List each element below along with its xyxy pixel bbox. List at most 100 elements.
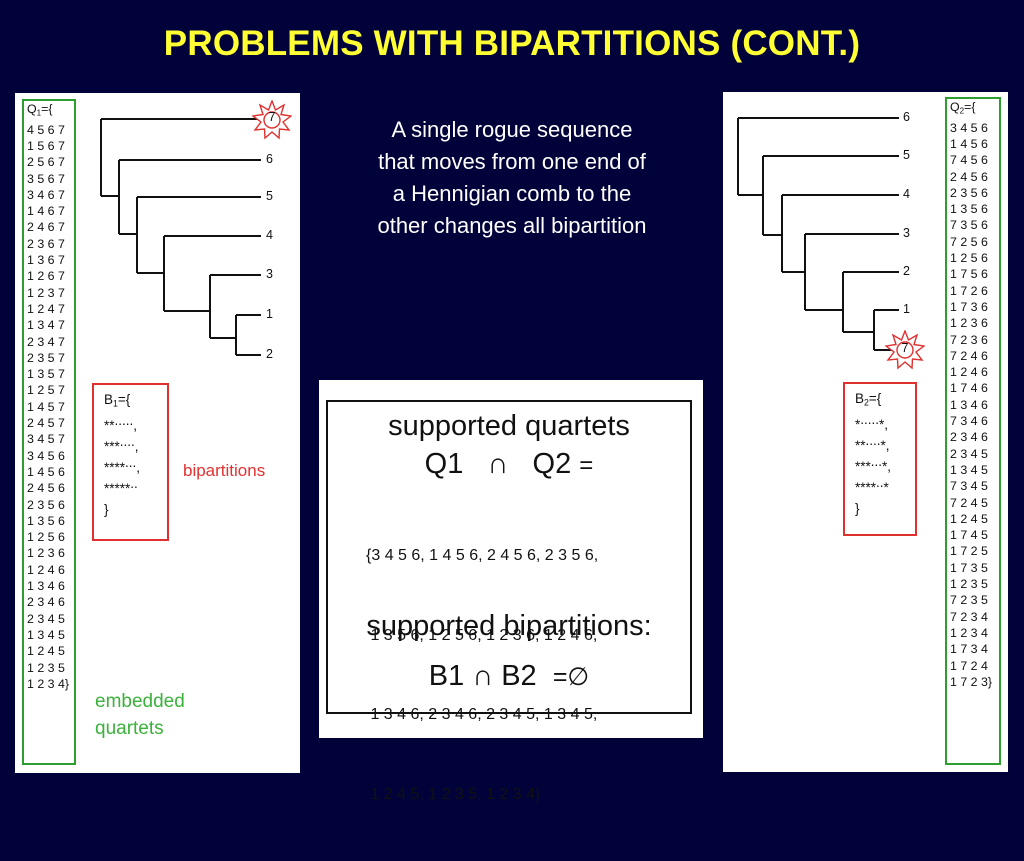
embedded-label-line2: quartets [95, 718, 164, 739]
b1-bipartition-box: B1={ **.....,***....,****...,*****.. } [92, 383, 169, 541]
quartet-row: 1 2 4 6 [27, 562, 65, 577]
q2-subscript: 2 [959, 106, 965, 116]
quartet-row: 1 7 3 6 [950, 299, 988, 314]
quartet-row: 3 4 6 7 [27, 187, 65, 202]
bipartition-dots: ... [870, 453, 883, 469]
b2-bipartition-box: B2={ *.....*,**....*,***...*,****..* } [843, 382, 917, 536]
quartet-row: 1 2 6 7 [27, 269, 65, 284]
bipartition-line: *.....*, [855, 411, 915, 435]
bipartition-dots: ..... [860, 411, 880, 427]
bipartition-dots: ... [125, 454, 137, 470]
bipartition-stars: ***** [104, 480, 131, 496]
bipartition-tail: *, [882, 458, 892, 474]
quartet-row: 1 2 3 5 [950, 577, 988, 592]
rogue-star-icon [885, 330, 925, 370]
quartet-row: 7 2 4 5 [950, 495, 988, 510]
quartet-row: 1 2 4 7 [27, 301, 65, 316]
quartet-row: 2 4 6 7 [27, 220, 65, 235]
right-leaf-label: 5 [903, 148, 910, 162]
quartet-list-line: 1 2 4 5, 1 2 3 5, 1 2 3 4} [366, 785, 541, 803]
quartet-row: 2 3 4 6 [950, 430, 988, 445]
bipartition-stars: ** [104, 417, 115, 433]
quartet-row: 1 7 5 6 [950, 267, 988, 282]
bipartition-dots: .. [876, 474, 884, 490]
quartet-row: 2 3 4 5 [27, 611, 65, 626]
bipartition-tail: , [134, 438, 139, 454]
q1-subscript: 1 [36, 108, 42, 118]
bipartition-line: **....., [104, 413, 167, 436]
bipartition-stars: *** [104, 438, 120, 454]
quartet-row: 1 3 5 7 [27, 367, 65, 382]
quartet-row: 7 3 4 6 [950, 414, 988, 429]
bipartition-line: ****..., [104, 454, 167, 478]
supported-quartets-heading: supported quartets [388, 410, 630, 442]
quartet-row: 1 3 4 7 [27, 318, 65, 333]
quartet-row: 2 3 5 7 [27, 350, 65, 365]
b1-subscript: 1 [113, 398, 118, 409]
bipartitions-label: bipartitions [183, 461, 266, 480]
quartet-row: 1 4 5 7 [27, 399, 65, 414]
quartet-row: 1 3 4 6 [27, 579, 65, 594]
b2-subscript: 2 [864, 397, 869, 408]
caption-line: a Hennigian comb to the [392, 181, 632, 206]
caption-line: that moves from one end of [378, 149, 646, 174]
slide-title: PROBLEMS WITH BIPARTITIONS (CONT.) [163, 24, 861, 63]
quartet-list-line: 1 3 5 6, 1 2 5 6, 1 2 3 6, 1 2 4 6, [366, 626, 598, 644]
quartet-row: 7 2 3 6 [950, 332, 988, 347]
left-leaf-label: 5 [266, 189, 273, 203]
quartet-row: 1 3 4 6 [950, 397, 988, 412]
right-leaf-label: 4 [903, 187, 910, 201]
quartet-row: 1 3 6 7 [27, 253, 65, 268]
quartet-list-line: 1 3 4 6, 2 3 4 6, 2 3 4 5, 1 3 4 5, [366, 706, 598, 723]
quartet-row: 1 2 3 6 [950, 316, 988, 331]
quartet-row: 1 7 2 6 [950, 283, 988, 298]
quartet-row: 3 4 5 7 [27, 432, 65, 447]
supported-summary-box: supported quartets Q1 ∩ Q2 = {3 4 5 6, 1… [326, 400, 692, 803]
quartet-row: 1 4 6 7 [27, 204, 65, 219]
quartet-row: 2 4 5 6 [27, 481, 65, 496]
left-leaf-label: 3 [266, 267, 273, 281]
q1-open-brace: ={ [41, 102, 53, 116]
quartet-row: 1 3 5 6 [950, 202, 988, 217]
bipartition-stars: **** [855, 479, 877, 495]
quartet-row: 1 2 3 7 [27, 285, 65, 300]
quartet-row: 7 4 5 6 [950, 153, 988, 168]
q2-symbol: Q2 [532, 448, 572, 480]
quartet-row: 7 2 5 6 [950, 234, 988, 249]
quartet-row: 3 5 6 7 [27, 171, 65, 186]
quartet-row: 1 2 5 6 [950, 251, 988, 266]
quartet-row: 7 2 3 5 [950, 593, 988, 608]
right-leaf-label: 1 [903, 302, 910, 316]
equals-empty-set: =∅ [552, 663, 590, 691]
bipartition-tail: * [883, 479, 889, 495]
left-leaf-label: 2 [266, 347, 273, 361]
bipartition-line: *****.. [104, 476, 167, 499]
quartet-row: 2 5 6 7 [27, 155, 65, 170]
quartet-row: 7 3 5 6 [950, 218, 988, 233]
left-leaf-label: 1 [266, 307, 273, 321]
bipartition-tail: , [136, 459, 141, 475]
bipartition-line: ***...., [104, 433, 167, 457]
quartet-row: 1 3 5 6 [27, 513, 65, 528]
quartet-row: 2 3 4 6 [27, 595, 65, 610]
right-leaf-7: 7 [901, 341, 909, 355]
b1-symbol: B1 [428, 660, 465, 692]
right-comb-tree [737, 117, 899, 351]
bipartition-tail: *, [879, 416, 889, 432]
b1-open-brace: ={ [117, 392, 131, 407]
quartet-row: 1 7 2 3} [950, 674, 993, 689]
quartet-row: 2 4 5 7 [27, 416, 65, 431]
intersection-symbol: ∩ [487, 448, 509, 480]
bipartition-stars: **** [104, 459, 126, 475]
quartet-row: 1 2 3 5 [27, 660, 65, 675]
bipartition-line: ***...*, [855, 453, 915, 477]
quartet-row: 1 2 4 5 [950, 511, 988, 526]
bipartition-dots: .... [119, 433, 135, 449]
quartet-row: 1 2 3 4 [950, 625, 988, 640]
quartet-row: 1 3 4 5 [27, 627, 65, 642]
quartet-row: 1 7 2 5 [950, 544, 988, 559]
embedded-quartets-label: embedded quartets [95, 688, 185, 742]
